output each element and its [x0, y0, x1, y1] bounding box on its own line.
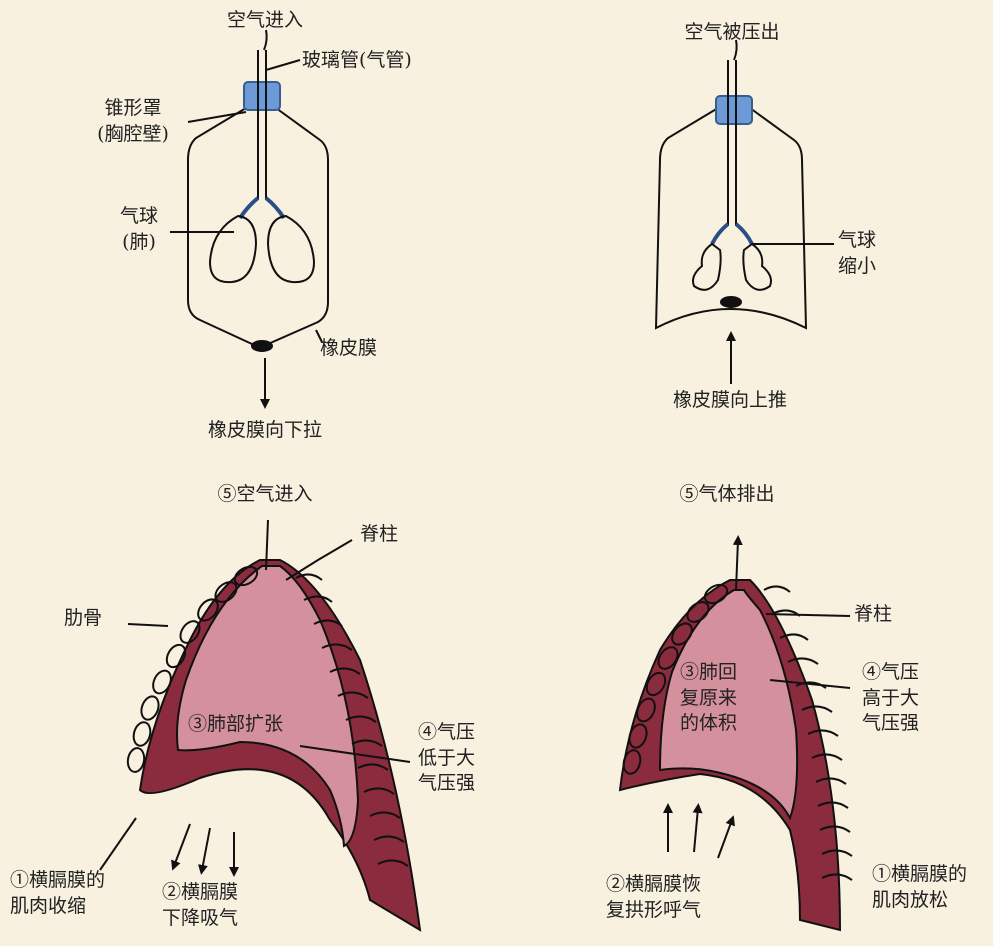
spine-label-inhale: 脊柱 — [360, 522, 398, 548]
exhale-air-label: ⑤气体排出 — [662, 482, 792, 508]
lung-recover-label: ③肺回 复原来 的体积 — [680, 660, 737, 737]
balloon-left — [210, 216, 256, 282]
membrane-knob — [252, 341, 272, 351]
pressure-high-label: ④气压 高于大 气压强 — [862, 660, 919, 737]
model-inhale — [170, 30, 328, 404]
inhale-air-label: ⑤空气进入 — [200, 482, 330, 508]
balloon-right — [268, 216, 314, 282]
balloon-shrunk-left — [693, 244, 721, 290]
diaphragm-arch-label: ②横膈膜恢 复拱形呼气 — [606, 872, 701, 923]
balloon-shrunk-label: 气球 缩小 — [838, 228, 876, 279]
stopper — [244, 82, 280, 110]
air-in-label: 空气进入 — [215, 8, 315, 34]
diaphragm-relax-label: ①横膈膜的 肌肉放松 — [872, 862, 967, 913]
rib-label: 肋骨 — [64, 606, 102, 632]
pull-down-label: 橡皮膜向下拉 — [185, 418, 345, 444]
model-exhale — [656, 40, 834, 384]
balloon-label: 气球 (肺) — [104, 204, 174, 255]
bell-jar-label: 锥形罩 (胸腔壁) — [78, 96, 188, 147]
bell-jar-exhale — [656, 108, 806, 328]
push-up-label: 橡皮膜向上推 — [650, 388, 810, 414]
air-out-label: 空气被压出 — [672, 20, 792, 46]
pressure-low-label: ④气压 低于大 气压强 — [418, 720, 475, 797]
diaphragm-contract-label: ①横膈膜的 肌肉收缩 — [10, 868, 105, 919]
spine-label-exhale: 脊柱 — [854, 602, 892, 628]
membrane-label: 橡皮膜 — [320, 336, 377, 362]
diaphragm-down-label: ②横膈膜 下降吸气 — [162, 880, 238, 931]
balloon-shrunk-right — [743, 244, 771, 290]
glass-tube-label: 玻璃管(气管) — [302, 48, 412, 74]
stopper-exhale — [716, 96, 752, 124]
lung-expand-label: ③肺部扩张 — [188, 712, 283, 738]
glass-tube — [258, 50, 266, 200]
